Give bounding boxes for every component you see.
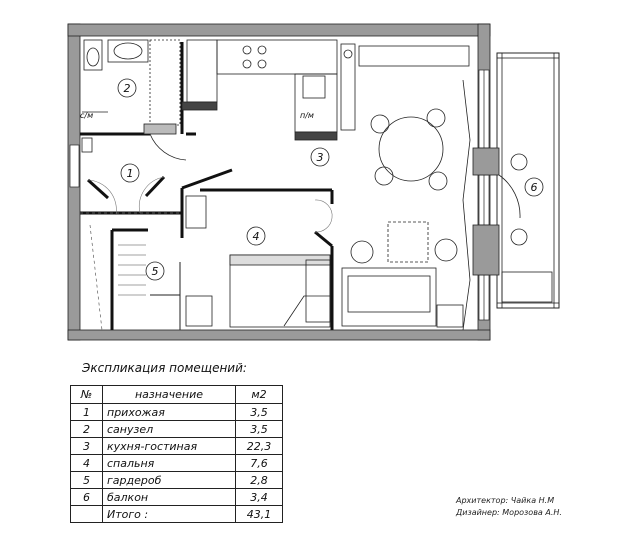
- room-marker-1: 1: [127, 167, 134, 180]
- total-area: 43,1: [235, 505, 283, 523]
- row-name: спальня: [102, 454, 236, 472]
- table-total-row: Итого : 43,1: [70, 505, 283, 523]
- designer-credit: Дизайнер: Морозова А.Н.: [456, 508, 562, 517]
- row-name: кухня-гостиная: [102, 437, 236, 455]
- row-area: 7,6: [235, 454, 283, 472]
- row-area: 22,3: [235, 437, 283, 455]
- row-num: 2: [70, 420, 103, 438]
- floor-plan: с/м п/м 1 2 3 4 5 6: [67, 23, 560, 341]
- row-area: 3,4: [235, 488, 283, 506]
- table-title: Экспликация помещений:: [82, 361, 247, 375]
- architect-credit: Архитектор: Чайка Н.М: [456, 496, 555, 505]
- row-name: гардероб: [102, 471, 236, 489]
- room-schedule-table: № назначение м2 1 прихожая 3,5 2 санузел…: [70, 385, 283, 523]
- header-num: №: [70, 385, 103, 404]
- wc-label: с/м: [80, 111, 93, 120]
- living-furniture: [341, 221, 464, 328]
- row-num: 5: [70, 471, 103, 489]
- row-num: 3: [70, 437, 103, 455]
- room-marker-6: 6: [531, 181, 538, 194]
- row-name: прихожая: [102, 403, 236, 421]
- kitchen-unit: [181, 39, 338, 141]
- row-area: 3,5: [235, 403, 283, 421]
- row-name: санузел: [102, 420, 236, 438]
- fridge-label: п/м: [300, 111, 314, 120]
- table-row: 5 гардероб 2,8: [70, 471, 283, 489]
- total-label: Итого :: [102, 505, 236, 523]
- row-name: балкон: [102, 488, 236, 506]
- room-markers: [117, 78, 544, 281]
- dining-set: [340, 43, 471, 331]
- table-header-row: № назначение м2: [70, 385, 283, 404]
- door-swings: [87, 176, 333, 233]
- wardrobe-rails: [89, 224, 181, 331]
- total-num: [70, 505, 103, 523]
- room-marker-4: 4: [253, 230, 260, 243]
- table-row: 1 прихожая 3,5: [70, 403, 283, 421]
- table-row: 4 спальня 7,6: [70, 454, 283, 472]
- row-area: 2,8: [235, 471, 283, 489]
- table-row: 3 кухня-гостиная 22,3: [70, 437, 283, 455]
- row-area: 3,5: [235, 420, 283, 438]
- balcony: [472, 52, 560, 309]
- row-num: 4: [70, 454, 103, 472]
- table-row: 2 санузел 3,5: [70, 420, 283, 438]
- bathroom-fixtures: [81, 39, 187, 161]
- header-name: назначение: [102, 385, 236, 404]
- room-marker-3: 3: [317, 151, 324, 164]
- windows: [69, 69, 490, 321]
- room-marker-5: 5: [152, 265, 159, 278]
- table-row: 6 балкон 3,4: [70, 488, 283, 506]
- row-num: 6: [70, 488, 103, 506]
- room-marker-2: 2: [124, 82, 131, 95]
- bedroom-furniture: [185, 195, 331, 328]
- interior-walls: [80, 42, 334, 330]
- header-area: м2: [235, 385, 283, 404]
- row-num: 1: [70, 403, 103, 421]
